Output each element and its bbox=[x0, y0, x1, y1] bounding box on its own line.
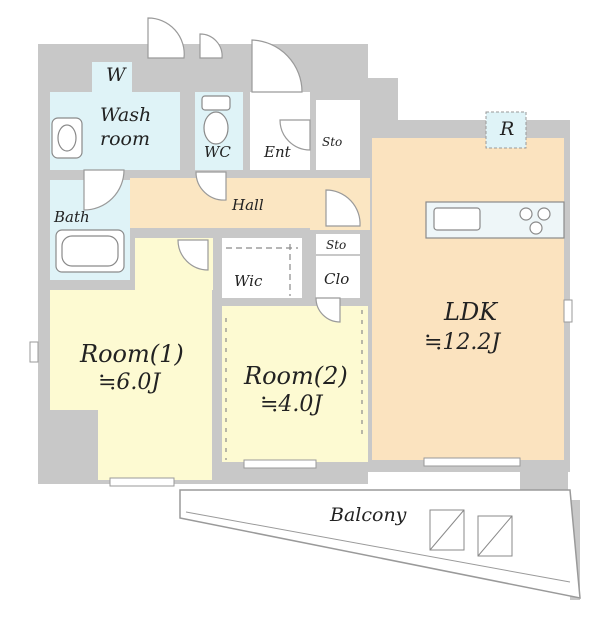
toilet-bowl bbox=[203, 111, 229, 145]
storage-top-label: Sto bbox=[322, 135, 343, 149]
door-swings bbox=[83, 17, 361, 323]
ldk-name-label: LDK bbox=[444, 298, 498, 326]
ldk-area-label: ≒12.2J bbox=[424, 330, 501, 355]
bath-label: Bath bbox=[54, 208, 90, 226]
storage-top-floor bbox=[316, 100, 360, 170]
storage-mid-label: Sto bbox=[326, 238, 347, 252]
hall-label: Hall bbox=[232, 196, 264, 214]
wash-room-label-line2: room bbox=[100, 128, 150, 150]
stove-burner-2 bbox=[537, 207, 551, 221]
refrigerator-spot bbox=[485, 111, 527, 149]
refrigerator-label: R bbox=[500, 118, 515, 140]
ldk-floor bbox=[372, 138, 564, 460]
room2-name-label: Room(2) bbox=[244, 362, 348, 390]
entrance-label: Ent bbox=[264, 143, 291, 161]
washer-label: W bbox=[106, 64, 126, 86]
closet-label: Clo bbox=[324, 270, 350, 288]
closet-floor bbox=[316, 256, 360, 298]
storage-mid-floor bbox=[316, 234, 360, 254]
washer-area bbox=[92, 62, 132, 92]
wic-label: Wic bbox=[234, 272, 263, 290]
kitchen-sink bbox=[433, 207, 481, 231]
room2-floor bbox=[222, 306, 368, 462]
room1-name-label: Room(1) bbox=[80, 340, 184, 368]
balcony bbox=[179, 489, 581, 599]
room1-area-label: ≒6.0J bbox=[98, 370, 161, 395]
balcony-label: Balcony bbox=[330, 504, 407, 526]
windows bbox=[29, 299, 573, 487]
wash-room-label-line1: Wash bbox=[100, 104, 152, 126]
stove-burner-3 bbox=[529, 221, 543, 235]
toilet-tank bbox=[201, 95, 231, 111]
wc-label: WC bbox=[204, 143, 231, 161]
fixtures bbox=[51, 95, 565, 460]
stove-burner-1 bbox=[519, 207, 533, 221]
room2-area-label: ≒4.0J bbox=[260, 392, 323, 417]
